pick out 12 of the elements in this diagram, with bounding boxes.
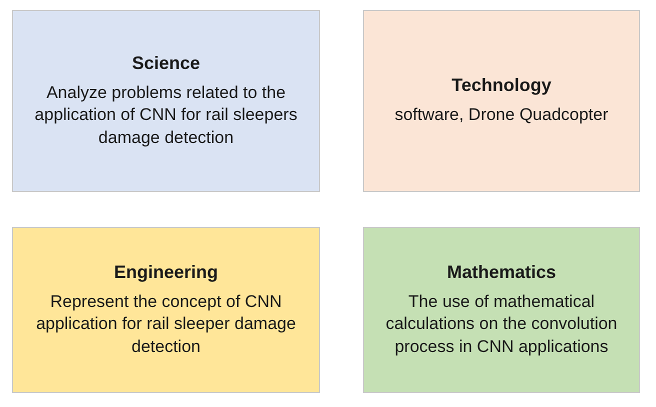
card-description: The use of mathematical calculations on the convolution process in CNN applications [384, 291, 618, 358]
topic-card [363, 227, 640, 393]
topic-card [363, 10, 640, 192]
card-description: software, Drone Quadcopter [394, 104, 608, 126]
topic-card [12, 227, 320, 393]
topic-card [12, 10, 320, 192]
card-heading: Technology [452, 75, 552, 96]
card-description: Represent the concept of CNN application for rail sleeper damage detection [35, 291, 297, 358]
card-heading: Mathematics [446, 262, 556, 284]
card-heading: Engineering [114, 262, 218, 284]
card-heading: Science [132, 53, 200, 74]
card-description: Analyze problems related to the application of CNN for rail sleepers damage detection [34, 82, 298, 149]
